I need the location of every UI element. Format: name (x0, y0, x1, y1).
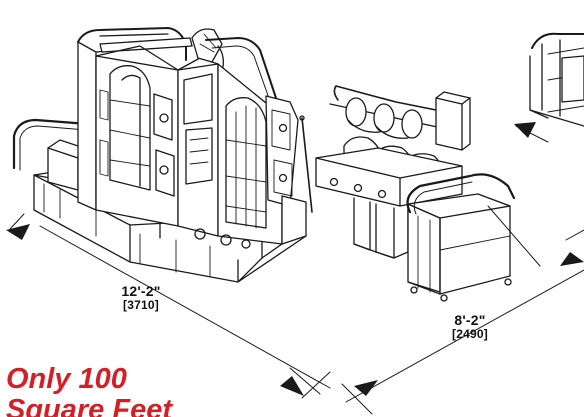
arrowhead-right-start (354, 380, 378, 396)
partial-machine (529, 32, 584, 127)
arrowhead-left-start (6, 224, 30, 240)
main-machine (12, 27, 313, 283)
width-dimension-label: 8'-2" [2490] (438, 313, 502, 340)
arrowhead-left-end (280, 376, 304, 396)
arrowhead-right-end (560, 252, 584, 266)
footprint-callout: Only 100 Square Feet (6, 365, 172, 417)
length-metric: [3710] (123, 297, 159, 312)
length-dimension-label: 12'-2" [3710] (109, 284, 173, 311)
length-imperial: 12'-2" (121, 283, 161, 299)
width-imperial: 8'-2" (454, 312, 486, 328)
service-machine (315, 85, 516, 302)
dimension-arrows (6, 122, 584, 396)
footprint-callout-line1: Only 100 (6, 363, 127, 395)
width-metric: [2490] (452, 326, 488, 341)
footprint-callout-line2: Square Feet (6, 394, 172, 417)
arrowhead-far-right (514, 122, 536, 138)
